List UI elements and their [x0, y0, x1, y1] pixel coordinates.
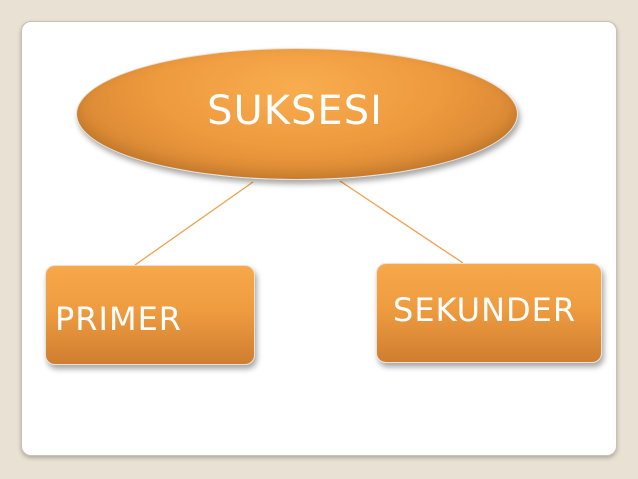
- root-node-label: SUKSESI: [207, 88, 383, 134]
- child-node-sekunder: SEKUNDER: [376, 263, 602, 363]
- root-node: SUKSESI: [76, 48, 518, 180]
- child-node-sekunder-label: SEKUNDER: [393, 291, 577, 329]
- child-node-primer: PRIMER: [45, 265, 255, 365]
- child-node-primer-label: PRIMER: [55, 300, 183, 338]
